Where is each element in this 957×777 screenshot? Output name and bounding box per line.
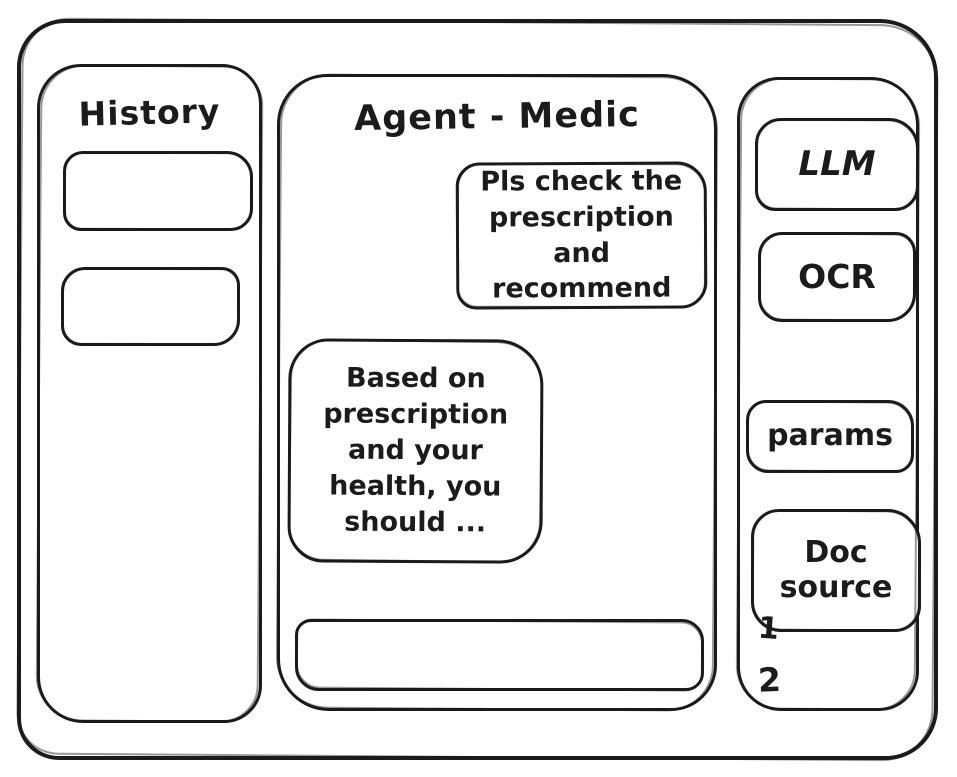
history-item[interactable]	[63, 151, 253, 231]
chat-title: Agent - Medic	[353, 95, 641, 139]
message-input-bar[interactable]	[295, 619, 704, 691]
tools-panel: LLM OCR params Doc source 1 2	[737, 77, 921, 711]
history-panel: History	[37, 64, 262, 723]
doc-source-item[interactable]: 1	[756, 610, 781, 647]
agent-message-bubble: Based on prescription and your health, y…	[287, 338, 544, 564]
llm-button[interactable]: LLM	[755, 118, 919, 211]
chat-panel: Agent - Medic Pls check the prescription…	[277, 74, 717, 711]
doc-source-button[interactable]: Doc source	[751, 509, 921, 632]
user-message-bubble: Pls check the prescription and recommend	[455, 161, 708, 310]
doc-source-item[interactable]: 2	[757, 659, 782, 700]
history-title: History	[78, 91, 221, 134]
params-button[interactable]: params	[746, 400, 914, 473]
ocr-button[interactable]: OCR	[758, 232, 916, 322]
message-input[interactable]	[298, 622, 701, 688]
history-item[interactable]	[61, 267, 240, 346]
